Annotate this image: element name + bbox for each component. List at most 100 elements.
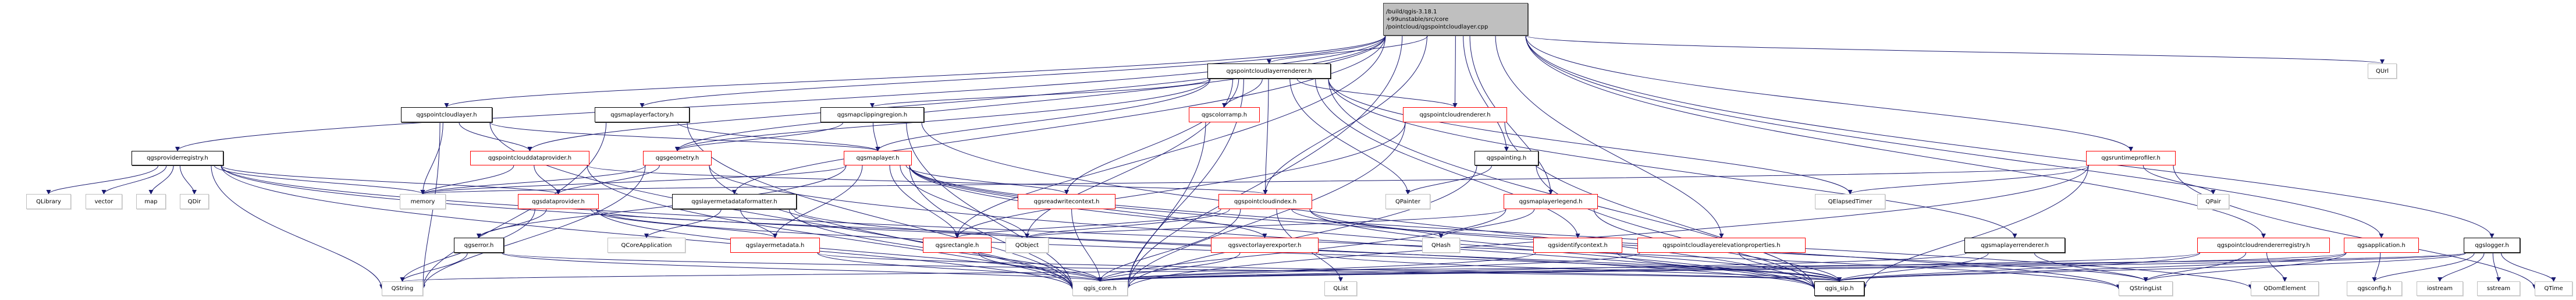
edge-profiler-to-memory [421,165,2089,195]
edge-layermeta-to-qgis_core [817,252,1103,282]
node-qhash: QHash [1422,238,1460,253]
node-elevprops[interactable]: qgspointcloudlayerelevationproperties.h [1637,238,1806,253]
edge-main-to-pcindex [1263,35,1427,195]
edge-pcindex-to-QObject [1025,209,1230,238]
node-qelapsedtimer: QElapsedTimer [1815,194,1885,209]
node-rectangle[interactable]: qgsrectangle.h [923,238,992,253]
main-file-node[interactable]: /build/qgis-3.18.1 +99unstable/src/core … [1383,3,1528,36]
edge-geometry-to-qgis_sip [709,165,1817,290]
edge-main-to-geometry [675,35,1386,151]
node-qgsconfig: qgsconfig.h [2347,281,2402,296]
edge-clipregion-to-qgis_core [906,122,1075,290]
node-error[interactable]: qgserror.h [454,238,504,253]
edge-logger-to-sstream [2492,252,2501,282]
edge-provreg-to-QDir [179,165,197,195]
node-pcdataprov[interactable]: qgspointclouddataprovider.h [470,151,589,165]
node-map: map [136,194,166,209]
edge-provreg-to-vector [101,165,167,195]
edge-logger-to-qgis_sip [1837,252,2467,282]
node-qtime: QTime [2535,281,2573,296]
node-painting[interactable]: qgspainting.h [1474,151,1539,165]
edge-provreg-to-QLibrary [46,165,159,195]
node-rendreg[interactable]: qgspointcloudrendererregistry.h [2197,238,2330,253]
edge-pclayer-to-maplayer [489,122,880,151]
node-mllegend[interactable]: qgsmaplayerlegend.h [1504,194,1598,209]
node-layermeta[interactable]: qgslayermetadata.h [730,238,820,253]
edge-renderer-to-QPainter [1289,78,1410,195]
edge-main-to-mllegend [1469,35,1553,195]
edge-logger-to-QString [401,252,2467,282]
node-maplayer[interactable]: qgsmaplayer.h [844,151,912,165]
edge-main-to-pcrenderer [1452,35,1458,108]
node-qstring: QString [382,281,423,296]
edge-logger-to-iostream [2438,252,2485,282]
edge-mllegend-to-QHash [1438,209,1535,238]
edge-provreg-to-memory [214,165,425,195]
edge-renderer-to-mlrenderer [1328,78,2017,238]
edge-main-to-QUrl [1525,35,2385,64]
edge-pclayer-to-pcdataprov [459,122,532,151]
node-geometry[interactable]: qgsgeometry.h [643,151,712,165]
node-pcrenderer[interactable]: qgspointcloudrenderer.h [1403,107,1507,122]
edge-application-to-QStringList [2143,252,2347,282]
edge-main-to-provreg [175,35,1386,151]
node-qobject: QObject [1005,238,1049,253]
edge-pcrenderer-to-qgis_core [1125,122,1406,290]
edge-identctx-to-qgis_sip [1616,252,1842,282]
node-qgis-sip[interactable]: qgis_sip.h [1814,281,1864,296]
edge-maplayer-to-rwcontext [905,165,1069,195]
node-rwcontext[interactable]: qgsreadwritecontext.h [1018,194,1115,209]
edge-rwcontext-to-qgis_core [1071,209,1103,282]
edge-main-to-profiler [1525,35,2133,151]
edge-vlexporter-to-qgis_core [1097,252,1241,282]
edge-renderer-to-rwcontext [1064,78,1239,195]
edge-pcindex-to-qgis_core [1097,209,1241,282]
node-logger[interactable]: qgslogger.h [2464,238,2520,253]
node-renderer[interactable]: qgspointcloudlayerrenderer.h [1207,63,1331,79]
node-memory: memory [400,194,446,209]
edge-provreg-to-map [148,165,174,195]
edge-renderer-to-QObject [1025,78,1234,238]
edge-maplayer-to-QObject [900,165,1029,238]
node-mlrenderer[interactable]: qgsmaplayerrenderer.h [1964,238,2065,253]
edge-mllegend-to-QObject [1025,209,1506,238]
node-mlfactory[interactable]: qgsmaplayerfactory.h [595,107,690,122]
node-vlexporter[interactable]: qgsvectorlayerexporter.h [1211,238,1319,253]
edge-elevprops-to-qgis_core [1097,252,1640,282]
edge-provreg-to-QString [211,165,384,290]
edge-rectangle-to-qgis_core [978,252,1103,282]
node-lmformatter[interactable]: qgslayermetadataformatter.h [672,194,797,209]
edge-lmformatter-to-QCoreApplication [644,209,722,238]
edge-profiler-to-QElapsedTimer [1847,165,2090,195]
edge-maplayer-to-QDomElement [909,165,2253,290]
edge-clipregion-to-qgis_sip [921,122,1817,290]
edge-main-to-pclayer [444,35,1386,108]
edge-pcdataprov-to-qgis_core [587,165,1075,290]
node-clipregion[interactable]: qgsmapclippingregion.h [820,107,924,122]
edge-painting-to-qgis_core [1125,165,1477,290]
edge-renderer-to-pcindex [1263,78,1269,195]
node-sstream: sstream [2477,281,2520,296]
node-pcindex[interactable]: qgspointcloudindex.h [1218,194,1312,209]
edge-provreg-to-dataprov [221,165,561,195]
node-colorramp[interactable]: qgscolorramp.h [1189,107,1260,122]
node-dataprov[interactable]: qgsdataprovider.h [518,194,599,209]
edge-lmformatter-to-layermeta [740,209,777,238]
edge-maplayer-to-memory [420,165,847,195]
edge-main-to-logger [1525,35,2495,238]
node-pclayer[interactable]: qgspointcloudlayer.h [401,107,492,122]
node-profiler[interactable]: qgsruntimeprofiler.h [2086,151,2176,165]
node-application[interactable]: qgsapplication.h [2344,238,2419,253]
node-provreg[interactable]: qgsproviderregistry.h [132,151,223,165]
edge-main-to-qgis_core [1125,35,1403,290]
node-identctx[interactable]: qgsidentifycontext.h [1533,238,1622,253]
edge-logger-to-qgis_core [1098,252,2467,282]
edge-painting-to-QPainter [1405,165,1493,195]
edge-maplayer-to-qgis_core [909,165,1075,290]
edge-renderer-to-clipregion [870,78,1210,108]
node-qlibrary: QLibrary [26,194,71,209]
edge-maplayer-to-qgis_sip [909,165,1817,290]
edge-application-to-qgsconfig [2372,252,2381,282]
node-qdomelement: QDomElement [2251,281,2319,296]
edge-main-to-renderer [1267,35,1428,64]
